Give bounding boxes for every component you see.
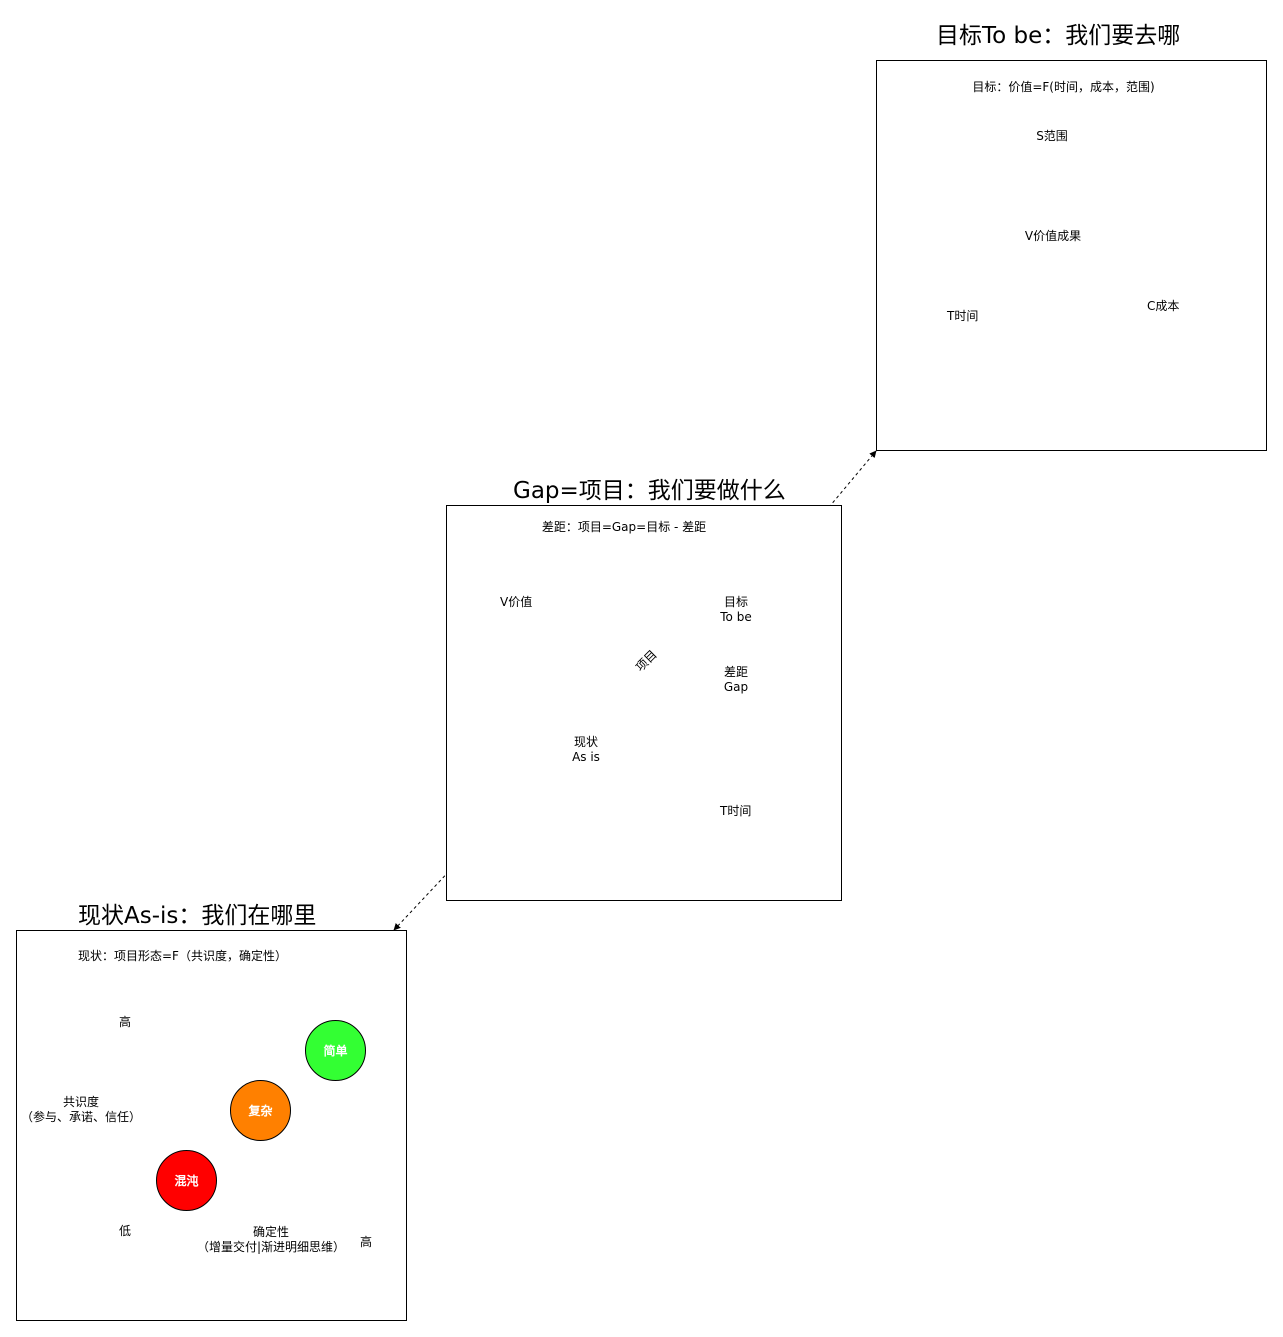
tobe-formula: 目标：价值=F(时间，成本，范围): [972, 80, 1155, 94]
current-label-line1: 现状: [573, 735, 598, 749]
gap-panel: [446, 505, 842, 901]
circle-complex-label: 复杂: [248, 1104, 273, 1118]
target-label-line2: To be: [720, 610, 752, 624]
vertex-scope: S范围: [1036, 129, 1068, 143]
tobe-title: 目标To be：我们要去哪: [936, 23, 1181, 49]
gap-title: Gap=项目：我们要做什么: [513, 478, 786, 504]
y-low-label: 低: [119, 1224, 132, 1238]
gap-label-line1: 差距: [723, 665, 748, 679]
vertex-cost: C成本: [1147, 299, 1180, 313]
asis-title: 现状As-is：我们在哪里: [78, 903, 317, 929]
certainty-label: 确定性 （增量交付|渐进明细思维）: [190, 1225, 352, 1255]
consensus-label-line2: （参与、承诺、信任）: [20, 1110, 141, 1124]
current-label-line2: As is: [572, 750, 600, 764]
circle-chaos: 混沌: [156, 1150, 217, 1211]
gap-x-label: T时间: [720, 804, 752, 818]
consensus-label-line1: 共识度: [62, 1095, 99, 1109]
gap-formula: 差距：项目=Gap=目标 - 差距: [541, 520, 707, 534]
y-high-label: 高: [119, 1015, 132, 1029]
circle-simple: 简单: [305, 1020, 366, 1081]
triangle-center-label: V价值成果: [1024, 229, 1082, 243]
asis-panel: [16, 930, 407, 1321]
vertex-time: T时间: [947, 309, 979, 323]
certainty-label-line2: （增量交付|渐进明细思维）: [196, 1240, 346, 1254]
target-label: 目标 To be: [711, 595, 761, 625]
gap-label-line2: Gap: [723, 680, 749, 694]
current-label: 现状 As is: [561, 735, 611, 765]
circle-simple-label: 简单: [323, 1044, 348, 1058]
x-high-label: 高: [360, 1235, 373, 1249]
consensus-label: 共识度 （参与、承诺、信任）: [20, 1095, 142, 1125]
circle-complex: 复杂: [230, 1080, 291, 1141]
certainty-label-line1: 确定性: [252, 1225, 289, 1239]
asis-formula: 现状：项目形态=F（共识度，确定性）: [78, 949, 287, 963]
gap-label: 差距 Gap: [711, 665, 761, 695]
circle-chaos-label: 混沌: [174, 1174, 199, 1188]
tobe-panel: [876, 60, 1267, 451]
target-label-line1: 目标: [723, 595, 748, 609]
gap-y-label: V价值: [500, 595, 533, 609]
